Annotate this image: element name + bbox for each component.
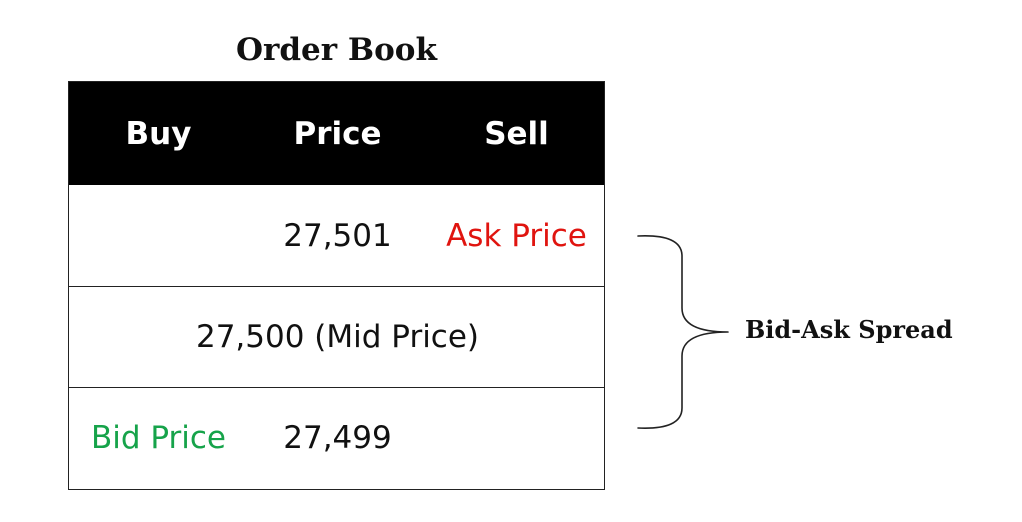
order-book-table: Buy Price Sell 27,501 Ask Price 27,500 (… xyxy=(68,81,605,490)
header-buy: Buy xyxy=(125,115,192,152)
table-header: Buy Price Sell xyxy=(69,82,604,185)
mid-row: 27,500 (Mid Price) xyxy=(69,286,604,387)
ask-price-label: Ask Price xyxy=(446,217,587,254)
ask-row-buy xyxy=(69,185,248,286)
header-sell: Sell xyxy=(484,115,549,152)
bid-ask-spread-label: Bid-Ask Spread xyxy=(745,315,953,344)
mid-price-label: 27,500 (Mid Price) xyxy=(195,319,480,355)
ask-row: 27,501 Ask Price xyxy=(69,185,604,286)
bid-row-sell xyxy=(427,388,606,488)
bid-row: Bid Price 27,499 xyxy=(69,387,604,488)
bid-row-price: 27,499 xyxy=(283,420,392,456)
ask-row-price: 27,501 xyxy=(283,217,392,254)
order-book-title: Order Book xyxy=(236,32,437,68)
bid-price-label: Bid Price xyxy=(90,420,227,456)
curly-brace-icon xyxy=(637,235,729,429)
header-price: Price xyxy=(293,115,382,152)
